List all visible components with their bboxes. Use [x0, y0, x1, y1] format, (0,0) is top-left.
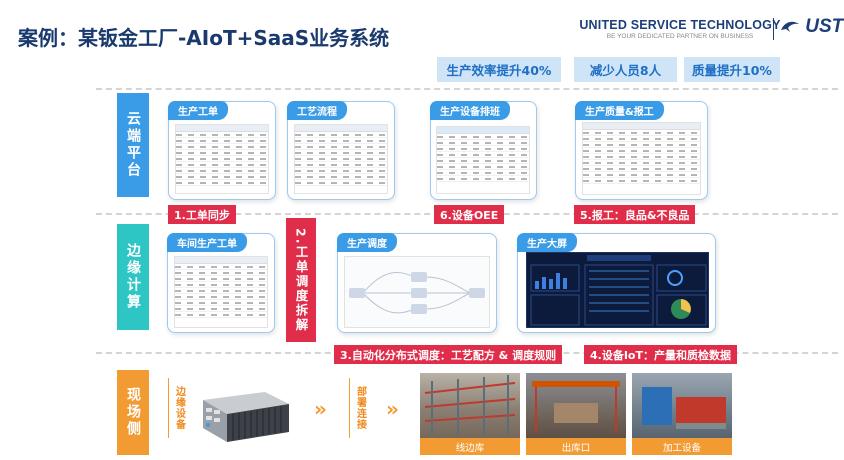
photo-line-side-storage-label: 线边库: [420, 438, 520, 455]
arrow-right-icon: »: [314, 397, 327, 421]
quality-table: [582, 122, 701, 195]
dispatch-flow-graph: [344, 256, 490, 328]
layer-cloud: 云端平台: [117, 93, 149, 197]
brand-separator: [773, 18, 774, 40]
work-order-table: [175, 124, 269, 194]
scheduling-panel: [436, 126, 530, 194]
divider-top: [96, 88, 838, 90]
brand-name: UNITED SERVICE TECHNOLOGY: [560, 18, 800, 32]
card-dashboard-title: 生产大屏: [517, 233, 577, 252]
card-work-order[interactable]: 生产工单: [168, 101, 276, 200]
layer-edge: 边缘计算: [117, 224, 149, 330]
brand-logo-text: UST: [805, 16, 843, 37]
layer-field: 现场侧: [117, 370, 149, 455]
step-2-label: 2.工单调度拆解: [286, 218, 316, 342]
photo-processing-equipment-label: 加工设备: [632, 438, 732, 455]
card-quality[interactable]: 生产质量&报工: [575, 101, 708, 200]
edge-device-bracket: [168, 378, 169, 438]
arrow-right-icon: »: [386, 397, 399, 421]
edge-device-image: [195, 378, 295, 446]
deploy-bracket: [349, 378, 350, 438]
card-dispatch-title: 生产调度: [337, 233, 397, 252]
kpi-efficiency: 生产效率提升40%: [437, 57, 561, 82]
photo-outbound-port-label: 出库口: [526, 438, 626, 455]
step-5-label: 5.报工：良品&不良品: [574, 205, 695, 224]
page-title: 案例：某钣金工厂-AIoT+SaaS业务系统: [18, 22, 389, 51]
brand-logo: UST: [780, 16, 843, 38]
deploy-label: 部署连接: [353, 378, 367, 438]
dolphin-icon: [780, 16, 805, 37]
kpi-staff: 减少人员8人: [574, 57, 677, 82]
workshop-order-table: [174, 256, 268, 328]
kpi-quality: 质量提升10%: [684, 57, 780, 82]
card-workshop-order-title: 车间生产工单: [167, 233, 247, 252]
card-dashboard[interactable]: 生产大屏: [517, 233, 716, 333]
brand-tagline: BE YOUR DEDICATED PARTNER ON BUSINESS: [560, 33, 800, 40]
brand-block: UNITED SERVICE TECHNOLOGY BE YOUR DEDICA…: [560, 18, 800, 40]
card-quality-title: 生产质量&报工: [575, 101, 664, 120]
photo-processing-equipment: 加工设备: [632, 373, 732, 455]
card-process-flow[interactable]: 工艺流程: [287, 101, 395, 200]
photo-outbound-port: 出库口: [526, 373, 626, 455]
card-workshop-order[interactable]: 车间生产工单: [167, 233, 275, 333]
dashboard-screen: [526, 252, 709, 328]
card-dispatch[interactable]: 生产调度: [337, 233, 497, 333]
step-6-label: 6.设备OEE: [434, 205, 504, 224]
step-1-label: 1.工单同步: [168, 205, 236, 224]
card-process-flow-title: 工艺流程: [287, 101, 347, 120]
card-work-order-title: 生产工单: [168, 101, 228, 120]
step-3-label: 3.自动化分布式调度：工艺配方 & 调度规则: [334, 345, 562, 364]
step-4-label: 4.设备IoT：产量和质检数据: [584, 345, 737, 364]
card-scheduling-title: 生产设备排班: [430, 101, 510, 120]
photo-line-side-storage: 线边库: [420, 373, 520, 455]
process-flow-table: [294, 124, 388, 194]
edge-device-label: 边缘设备: [172, 378, 186, 438]
card-scheduling[interactable]: 生产设备排班: [430, 101, 537, 200]
